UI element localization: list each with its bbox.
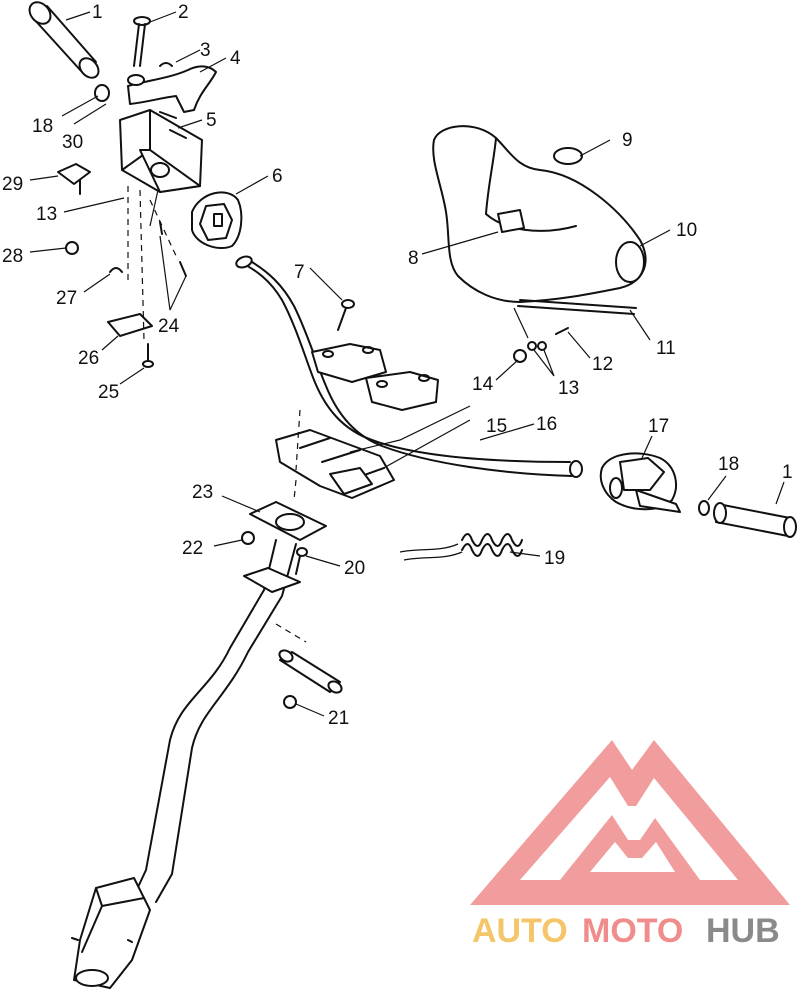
callout-29: 29: [2, 174, 23, 195]
callout-3: 3: [200, 40, 211, 61]
callout-1-left: 1: [92, 2, 103, 23]
lower-clamp-part: [275, 429, 395, 499]
callout-21: 21: [328, 708, 349, 729]
screw-25-part: [142, 343, 154, 368]
callout-27: 27: [56, 288, 77, 309]
callout-15: 15: [486, 416, 507, 437]
upper-clamp-part: [311, 343, 439, 411]
callout-8: 8: [408, 248, 419, 269]
callout-18-right: 18: [718, 454, 739, 475]
callout-5: 5: [206, 110, 217, 131]
callout-9: 9: [622, 130, 633, 151]
wire-harness-part: [399, 533, 523, 561]
callout-23: 23: [192, 482, 213, 503]
steering-column-part: [71, 539, 301, 989]
callout-24: 24: [158, 316, 180, 337]
callout-1-right: 1: [782, 462, 793, 483]
watermark-hub: HUB: [706, 912, 780, 950]
ring-27-part: [109, 267, 123, 273]
callout-25: 25: [98, 382, 119, 403]
callout-11: 11: [656, 338, 676, 359]
callout-labels: 1 2 3 4 5 6 7 8 9 10 11 12 13 13 14 15 1…: [2, 2, 793, 729]
leader-lines: [29, 11, 785, 717]
callout-20: 20: [344, 558, 365, 579]
left-washer-part: [94, 84, 110, 102]
callout-4: 4: [230, 48, 241, 69]
callout-17: 17: [648, 416, 669, 437]
callout-13-right: 13: [558, 378, 579, 399]
handlebar-part: [235, 255, 583, 478]
screw-24b-part: [179, 261, 187, 277]
callout-18-left: 18: [32, 116, 53, 137]
screw-24a-part: [159, 221, 163, 235]
shaft-21-part: [278, 649, 343, 709]
callout-13-left: 13: [36, 204, 57, 225]
throttle-housing-part: [119, 109, 203, 193]
hand-cover-part: [432, 125, 647, 303]
callout-14: 14: [472, 374, 494, 395]
oval-insert-part: [553, 147, 583, 165]
pivot-pin-part: [133, 16, 151, 67]
callout-30: 30: [62, 132, 83, 153]
watermark-moto: MOTO: [582, 912, 683, 950]
callout-19: 19: [544, 548, 565, 569]
callout-2: 2: [178, 2, 189, 23]
callout-26: 26: [78, 348, 99, 369]
callout-10: 10: [676, 220, 697, 241]
right-switch-housing-part: [599, 452, 681, 513]
throttle-lever-part: [127, 65, 217, 113]
callout-12: 12: [592, 354, 613, 375]
cover-plate-part: [107, 313, 153, 337]
e-clip-part: [159, 62, 173, 67]
callout-22: 22: [182, 538, 203, 559]
handlebar-bolt-part: [337, 299, 355, 331]
automotohub-logo-icon: [470, 740, 790, 905]
cable-adjuster-part: [57, 163, 91, 195]
cover-hardware-part: [513, 327, 569, 363]
callout-7: 7: [294, 262, 305, 283]
bolt-20-part: [295, 547, 308, 575]
trim-strip-part: [517, 299, 637, 315]
callout-16: 16: [536, 414, 557, 435]
switch-cover-part: [191, 191, 243, 249]
right-washer-part: [698, 500, 710, 516]
nut-22-part: [241, 531, 255, 545]
watermark-auto: AUTO: [472, 912, 568, 950]
left-grip-part: [28, 1, 100, 79]
nut-28-part: [65, 241, 79, 255]
callout-28: 28: [2, 246, 23, 267]
callout-6: 6: [272, 166, 283, 187]
right-grip-part: [713, 502, 797, 538]
column-plate-part: [249, 501, 327, 541]
